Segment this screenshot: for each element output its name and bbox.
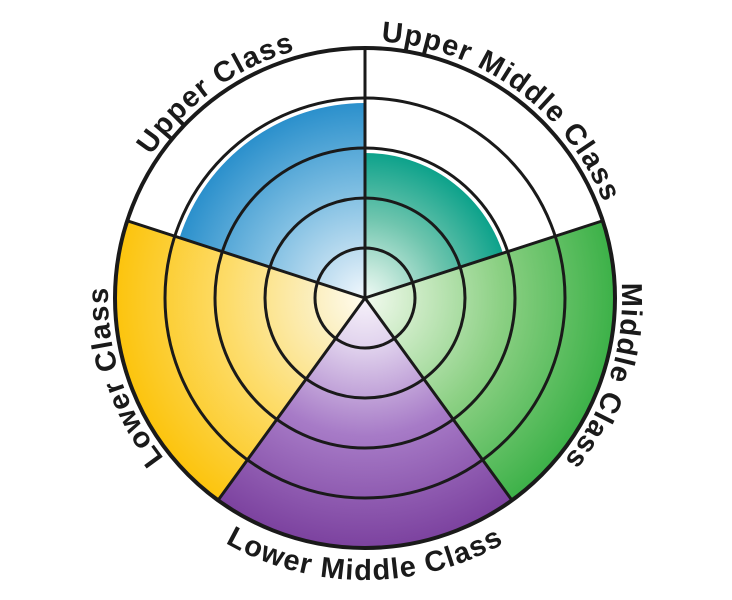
sector-divider-line [216, 297, 367, 502]
outer-circle [113, 46, 617, 550]
wedge-middle-class [365, 220, 615, 501]
sector-divider-line [363, 297, 514, 502]
wedge-lower-class [114, 220, 365, 501]
sector-divider-line [126, 219, 366, 300]
wedge-upper-class [179, 103, 365, 298]
sector-divider-line [364, 219, 604, 300]
